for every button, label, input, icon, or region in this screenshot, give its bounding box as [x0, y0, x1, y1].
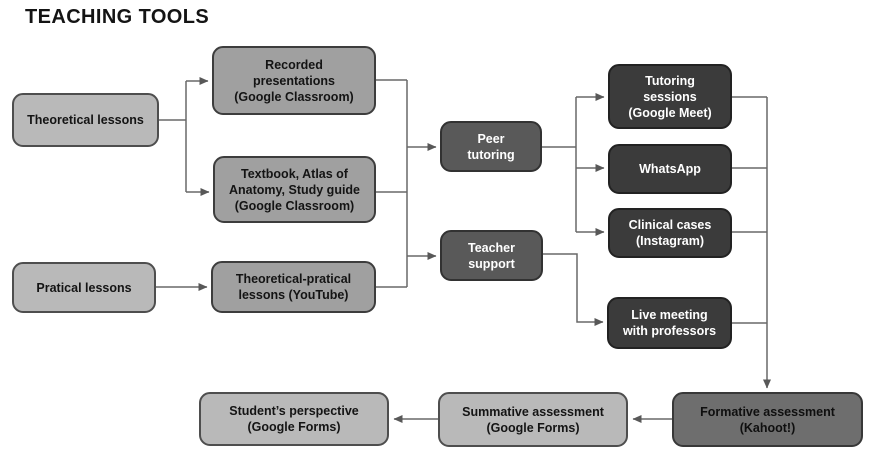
node-clinical-cases: Clinical cases (Instagram) [608, 208, 732, 258]
node-theoretical-lessons: Theoretical lessons [12, 93, 159, 147]
node-live-meeting: Live meeting with professors [607, 297, 732, 349]
node-theoretical-pratical: Theoretical-pratical lessons (YouTube) [211, 261, 376, 313]
node-summative-assessment: Summative assessment (Google Forms) [438, 392, 628, 447]
node-recorded-presentations: Recorded presentations (Google Classroom… [212, 46, 376, 115]
node-students-perspective: Student’s perspective (Google Forms) [199, 392, 389, 446]
node-tutoring-sessions: Tutoring sessions (Google Meet) [608, 64, 732, 129]
node-peer-tutoring: Peer tutoring [440, 121, 542, 172]
node-formative-assessment: Formative assessment (Kahoot!) [672, 392, 863, 447]
arrow-teacher-to-live [543, 253, 604, 326]
node-textbook-atlas: Textbook, Atlas of Anatomy, Study guide … [213, 156, 376, 223]
node-pratical-lessons: Pratical lessons [12, 262, 156, 313]
node-whatsapp: WhatsApp [608, 144, 732, 194]
node-teacher-support: Teacher support [440, 230, 543, 281]
page-title: TEACHING TOOLS [25, 6, 210, 28]
